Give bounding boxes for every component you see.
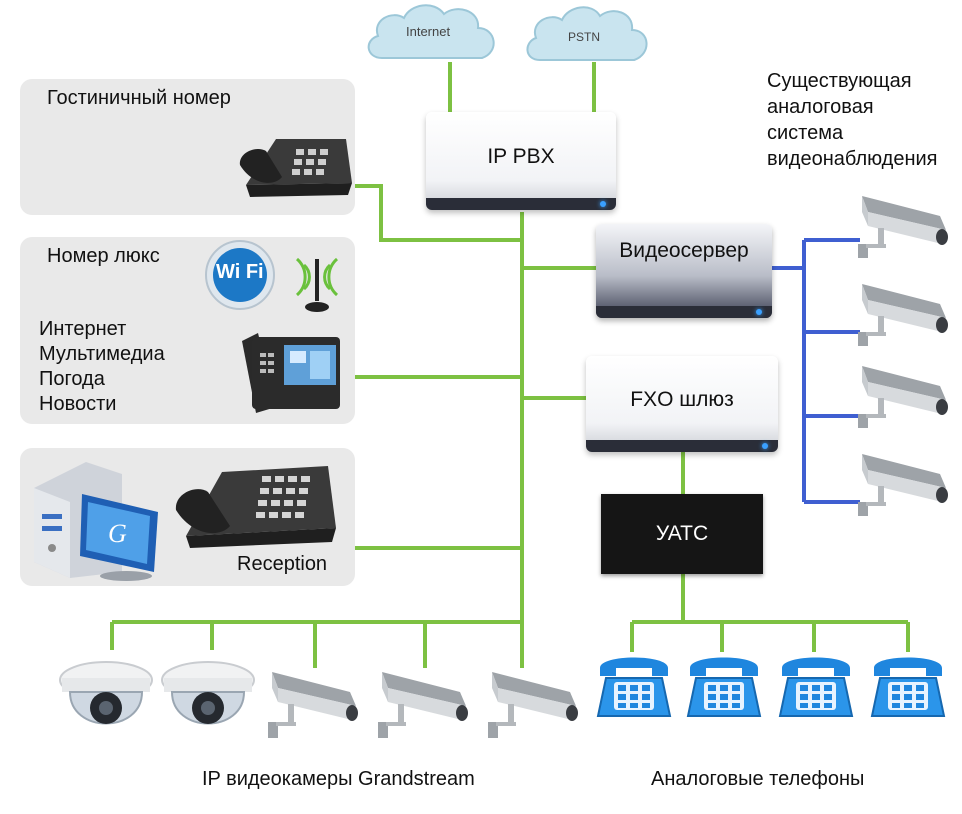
status-led [600, 201, 606, 207]
fxo-gateway-device: FXO шлюз [586, 356, 778, 452]
bullet-camera-icon [488, 672, 578, 738]
bullet-camera-icon [858, 284, 948, 346]
device-front-strip [426, 198, 616, 210]
service-item: Мультимедиа [39, 343, 165, 365]
uats-device: УАТС [601, 494, 763, 574]
wifi-label: Wi Fi [216, 261, 264, 283]
internet-label: Internet [406, 24, 451, 39]
cloud-icon [367, 4, 495, 59]
reception-label: Reception [237, 553, 328, 575]
analog-phone-icon [686, 657, 762, 717]
video-server-label: Видеосервер [619, 239, 749, 262]
dome-camera-icon [161, 661, 255, 725]
fxo-gateway-label: FXO шлюз [630, 388, 734, 411]
video-server-device: Видеосервер [596, 224, 772, 318]
hotel-room-panel: Гостиничный номер [20, 79, 355, 215]
dome-camera-icon [59, 661, 153, 725]
video-links [770, 238, 860, 504]
network-links [110, 62, 910, 668]
desk-phone-icon [239, 139, 352, 197]
pstn-label: PSTN [568, 30, 601, 44]
device-front-strip [586, 440, 778, 452]
hotel-room-title: Гостиничный номер [47, 87, 231, 109]
cloud-icon [526, 6, 648, 61]
bullet-camera-icon [858, 196, 948, 258]
ip-pbx-device: IP PBX [426, 112, 616, 210]
video-phone-icon [242, 333, 340, 413]
pstn-cloud: PSTN [522, 2, 652, 68]
cctv-label-line: аналоговая [767, 96, 874, 118]
existing-cctv-label: Существующая аналоговая система видеонаб… [767, 68, 938, 172]
suite-panel: Номер люкс Интернет Мультимедиа Погода Н… [20, 237, 355, 424]
device-front-strip [596, 306, 772, 318]
analog-phones-caption: Аналоговые телефоны [651, 768, 865, 790]
status-led [762, 443, 768, 449]
internet-cloud: Internet [362, 0, 502, 66]
reception-panel: G Reception [20, 448, 355, 586]
status-led [756, 309, 762, 315]
bullet-camera-icon [268, 672, 358, 738]
service-item: Интернет [39, 318, 127, 340]
uats-label: УАТС [655, 522, 709, 545]
analog-phone-icon [870, 657, 946, 717]
wifi-badge-icon: Wi Fi [204, 237, 276, 313]
bullet-camera-icon [858, 366, 948, 428]
cctv-label-line: система [767, 122, 844, 144]
suite-services-list: Интернет Мультимедиа Погода Новости [39, 317, 165, 417]
analog-phone-icon [778, 657, 854, 717]
ip-pbx-label: IP PBX [487, 145, 555, 168]
service-item: Новости [39, 393, 117, 415]
desk-phone-icon [175, 466, 336, 548]
suite-title: Номер люкс [47, 245, 160, 267]
bullet-camera-icon [858, 454, 948, 516]
bullet-camera-icon [378, 672, 468, 738]
service-item: Погода [39, 368, 105, 390]
ip-cameras-caption: IP видеокамеры Grandstream [202, 768, 475, 790]
svg-text:G: G [108, 519, 127, 548]
analog-phone-icon [596, 657, 672, 717]
cctv-label-line: Существующая [767, 70, 912, 92]
antenna-icon [295, 257, 339, 312]
cctv-label-line: видеонаблюдения [767, 148, 938, 170]
computer-icon: G [34, 462, 158, 581]
